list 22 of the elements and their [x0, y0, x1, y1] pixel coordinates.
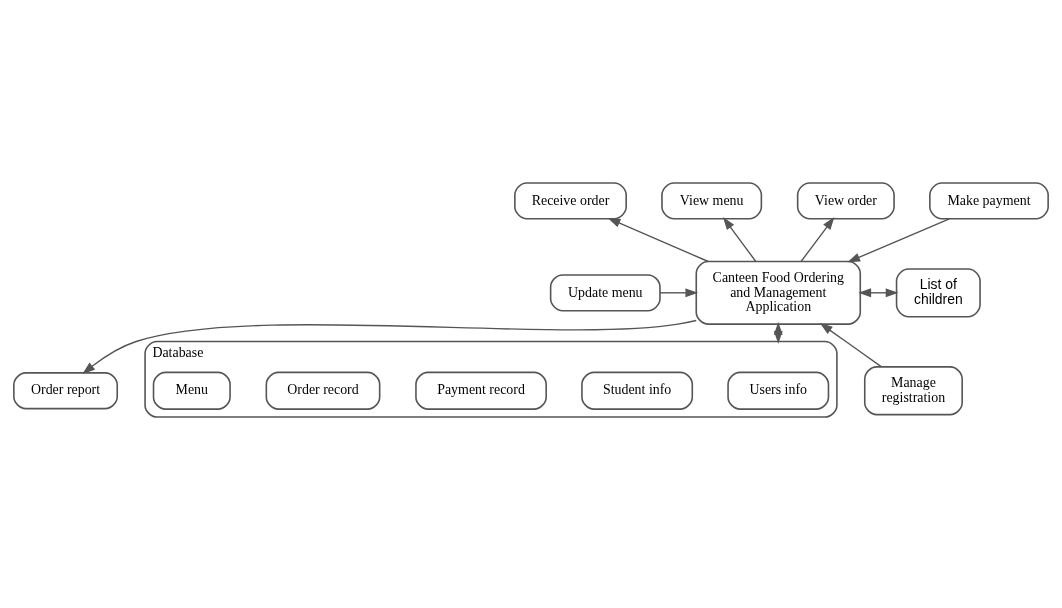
node-box: Order record	[265, 371, 381, 410]
node-box: Canteen Food Ordering and Management Application	[695, 260, 862, 325]
node-box: Update menu	[549, 274, 661, 312]
arrow	[847, 218, 951, 263]
arrow	[82, 319, 697, 375]
node-box: Student info	[581, 371, 694, 410]
node-box: Receive order	[514, 182, 627, 220]
node-box: Order report	[13, 372, 119, 410]
node-box: List of children	[895, 268, 981, 318]
node-box: Menu	[152, 371, 231, 410]
node-box: Users info	[727, 371, 830, 410]
node-box: Make payment	[929, 182, 1049, 220]
node-box: View order	[796, 182, 895, 220]
node-box: Manage registration	[863, 366, 963, 416]
arrow	[659, 288, 699, 298]
arrow	[819, 323, 882, 368]
node-box: Payment record	[415, 371, 547, 410]
arrow	[800, 217, 835, 263]
node-box: View menu	[661, 182, 763, 220]
arrow	[858, 288, 899, 298]
arrow	[607, 217, 709, 263]
arrow	[722, 217, 757, 263]
